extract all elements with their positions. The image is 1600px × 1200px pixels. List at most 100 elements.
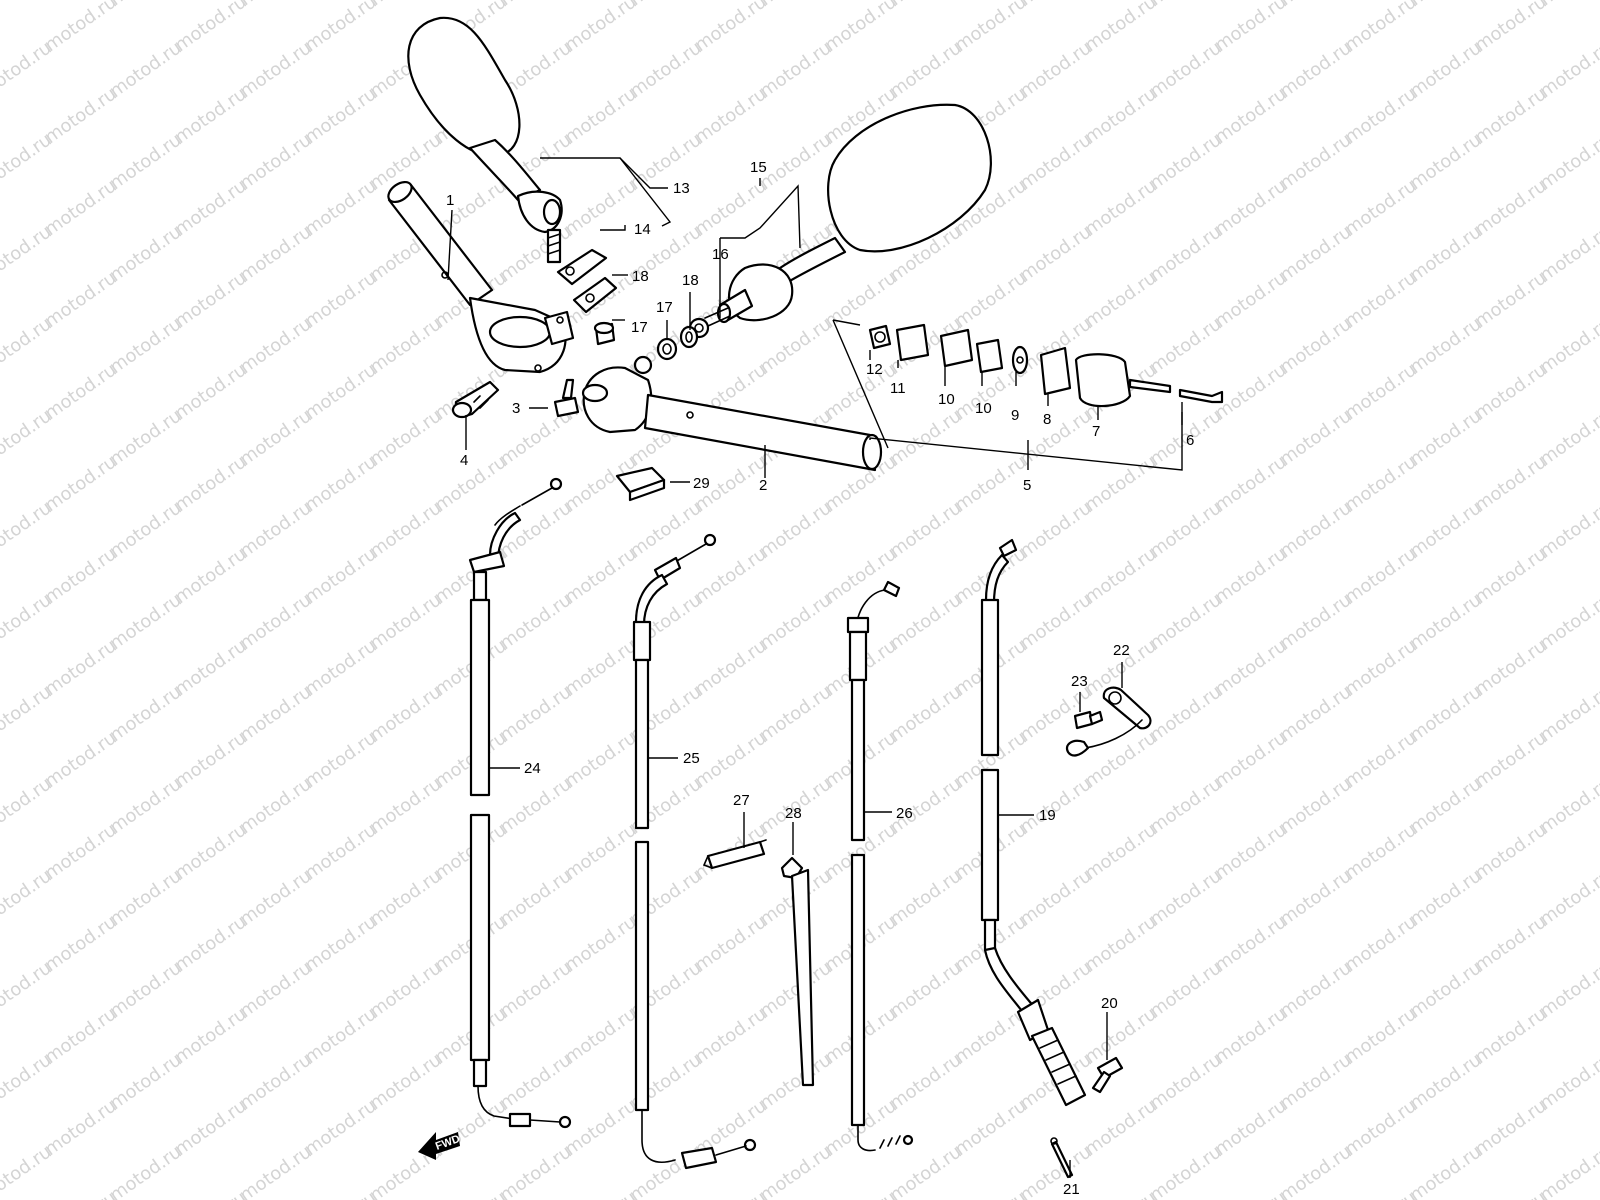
watermark-text: motod.ru	[106, 406, 186, 471]
watermark-text: motod.ru	[1081, 176, 1161, 241]
watermark-text: motod.ru	[1536, 774, 1600, 839]
watermark-text: motod.ru	[301, 912, 381, 977]
watermark-text: motod.ru	[561, 636, 641, 701]
watermark-text: motod.ru	[1211, 1188, 1291, 1200]
watermark-text: motod.ru	[496, 1142, 576, 1200]
watermark-text: motod.ru	[1471, 1096, 1551, 1161]
watermark-text: motod.ru	[1406, 1142, 1486, 1200]
watermark-text: motod.ru	[951, 1096, 1031, 1161]
watermark-text: motod.ru	[0, 866, 56, 931]
watermark-text: motod.ru	[106, 866, 186, 931]
watermark-text: motod.ru	[1471, 544, 1551, 609]
watermark-text: motod.ru	[691, 84, 771, 149]
watermark-text: motod.ru	[1471, 1188, 1551, 1200]
watermark-text: motod.ru	[301, 0, 381, 56]
watermark-text: motod.ru	[1211, 1004, 1291, 1069]
watermark-text: motod.ru	[41, 728, 121, 793]
watermark-text: motod.ru	[41, 636, 121, 701]
watermark-text: motod.ru	[951, 268, 1031, 333]
watermark-text: motod.ru	[1081, 544, 1161, 609]
watermark-text: motod.ru	[1146, 38, 1226, 103]
watermark-text: motod.ru	[886, 406, 966, 471]
watermark-text: motod.ru	[106, 314, 186, 379]
watermark-text: motod.ru	[886, 38, 966, 103]
callout-labels: 1 2 3 4 5 6 7 8 9 10 10 11 12 13 14 15 1…	[446, 159, 1194, 1198]
watermark-text: motod.ru	[1211, 0, 1291, 56]
watermark-text: motod.ru	[691, 636, 771, 701]
watermark-text: motod.ru	[496, 590, 576, 655]
watermark-text: motod.ru	[171, 544, 251, 609]
callout-13: 13	[673, 180, 690, 197]
callout-18a: 18	[632, 268, 649, 285]
watermark-text: motod.ru	[1211, 636, 1291, 701]
watermark-text: motod.ru	[561, 544, 641, 609]
callout-14: 14	[634, 221, 651, 238]
watermark-text: motod.ru	[1341, 176, 1421, 241]
watermark-text: motod.ru	[0, 958, 56, 1023]
watermark-text: motod.ru	[1471, 452, 1551, 517]
watermark-text: motod.ru	[886, 682, 966, 747]
callout-9: 9	[1011, 407, 1019, 424]
throttle-cable-24	[468, 477, 572, 1129]
watermark-text: motod.ru	[1406, 314, 1486, 379]
watermark-text: motod.ru	[1341, 268, 1421, 333]
watermark-text: motod.ru	[106, 1142, 186, 1200]
watermark-text: motod.ru	[561, 0, 641, 56]
watermark-text: motod.ru	[1471, 268, 1551, 333]
callout-19: 19	[1039, 807, 1056, 824]
watermark-text: motod.ru	[756, 1050, 836, 1115]
watermark-text: motod.ru	[1276, 866, 1356, 931]
watermark-text: motod.ru	[1211, 820, 1291, 885]
watermark-text: motod.ru	[1276, 222, 1356, 287]
watermark-text: motod.ru	[1341, 1004, 1421, 1069]
watermark-text: motod.ru	[1146, 498, 1226, 563]
watermark-text: motod.ru	[431, 1188, 511, 1200]
watermark-text: motod.ru	[821, 0, 901, 56]
watermark-text: motod.ru	[171, 912, 251, 977]
watermark-text: motod.ru	[1536, 38, 1600, 103]
watermark-text: motod.ru	[1536, 222, 1600, 287]
watermark-text: motod.ru	[1146, 958, 1226, 1023]
watermark-text: motod.ru	[0, 682, 56, 747]
watermark-text: motod.ru	[886, 498, 966, 563]
watermark-text: motod.ru	[1276, 130, 1356, 195]
watermark-text: motod.ru	[1081, 820, 1161, 885]
watermark-text: motod.ru	[366, 958, 446, 1023]
watermark-text: motod.ru	[951, 452, 1031, 517]
watermark-text: motod.ru	[886, 866, 966, 931]
watermark-text: motod.ru	[1341, 452, 1421, 517]
watermark-text: motod.ru	[1146, 314, 1226, 379]
watermark-text: motod.ru	[1211, 84, 1291, 149]
watermark-text: motod.ru	[886, 1142, 966, 1200]
watermark-text: motod.ru	[171, 360, 251, 425]
callout-20: 20	[1101, 995, 1118, 1012]
watermark-text: motod.ru	[1211, 268, 1291, 333]
watermark-text: motod.ru	[171, 1188, 251, 1200]
watermark-text: motod.ru	[1406, 1050, 1486, 1115]
callout-4: 4	[460, 452, 468, 469]
watermark-text: motod.ru	[0, 222, 56, 287]
watermark-text: motod.ru	[951, 1188, 1031, 1200]
watermark-text: motod.ru	[1081, 1004, 1161, 1069]
watermark-text: motod.ru	[41, 1188, 121, 1200]
watermark-text: motod.ru	[626, 38, 706, 103]
watermark-text: motod.ru	[301, 544, 381, 609]
watermark-text: motod.ru	[561, 84, 641, 149]
watermark-text: motod.ru	[301, 84, 381, 149]
watermark-text: motod.ru	[1471, 0, 1551, 56]
callout-5: 5	[1023, 477, 1031, 494]
handlebar-left	[387, 180, 575, 374]
callout-24: 24	[524, 760, 541, 777]
watermark-text: motod.ru	[691, 544, 771, 609]
callout-25: 25	[683, 750, 700, 767]
watermark-text: motod.ru	[1276, 958, 1356, 1023]
watermark-text: motod.ru	[756, 38, 836, 103]
watermark-text: motod.ru	[691, 912, 771, 977]
watermark-text: motod.ru	[1081, 728, 1161, 793]
watermark-text: motod.ru	[1081, 1188, 1161, 1200]
watermark-text: motod.ru	[1536, 590, 1600, 655]
watermark-text: motod.ru	[0, 1142, 56, 1200]
watermark-text: motod.ru	[1406, 130, 1486, 195]
watermark-text: motod.ru	[236, 958, 316, 1023]
watermark-text: motod.ru	[41, 0, 121, 56]
